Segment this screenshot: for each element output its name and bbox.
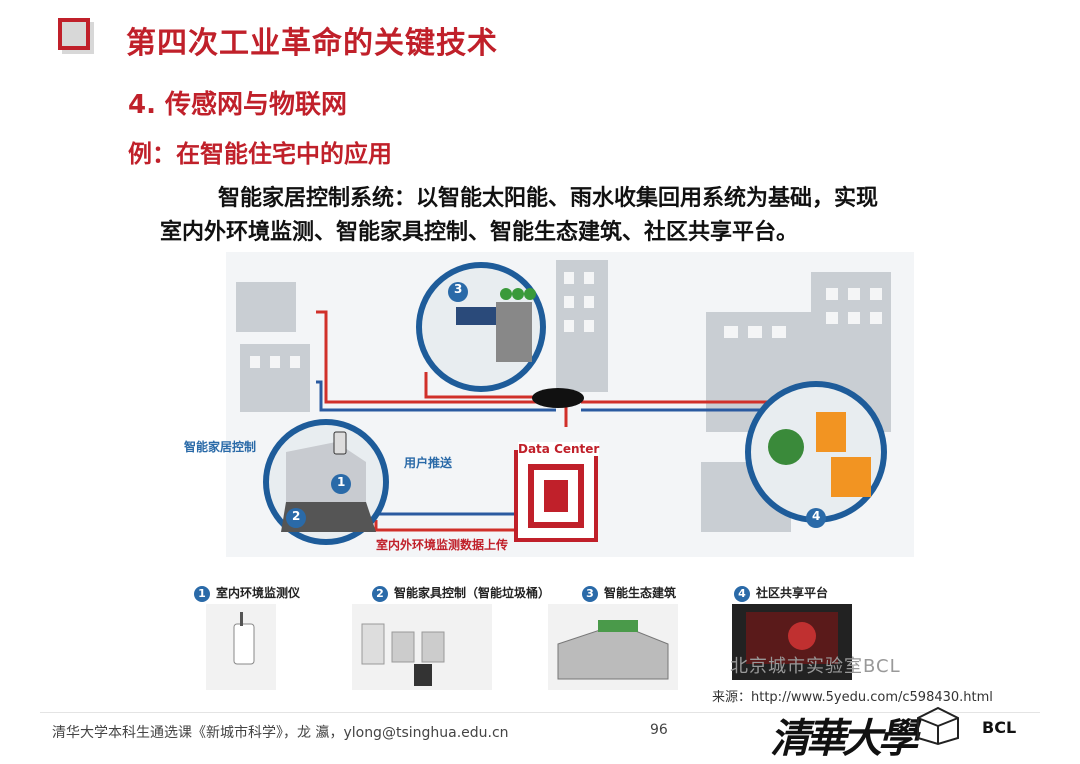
civic-building-icon: [232, 290, 312, 336]
legend-label-3: 智能生态建筑: [604, 586, 677, 600]
body-text-line2: 室内外环境监测、智能家具控制、智能生态建筑、社区共享平台。: [160, 220, 799, 245]
diagram-svg: [236, 260, 891, 545]
body-text-line1: 智能家居控制系统：以智能太阳能、雨水收集回用系统为基础，实现: [218, 186, 879, 211]
legend-item-3: 3 智能生态建筑: [582, 584, 676, 602]
page-number: 96: [650, 722, 668, 738]
monitor-device-image: [206, 604, 276, 690]
phone-icon: [333, 431, 347, 455]
example-heading: 例：在智能住宅中的应用: [128, 140, 392, 168]
legend-label-4: 社区共享平台: [756, 586, 829, 600]
tsinghua-logo: 清華大學: [770, 715, 918, 762]
legend-num-1: 1: [194, 586, 210, 602]
slide-title: 第四次工业革命的关键技术: [126, 26, 498, 61]
building-icon: [496, 302, 532, 362]
solar-panel-icon: [456, 307, 496, 325]
section-heading: 4. 传感网与物联网: [128, 90, 348, 120]
smart-furniture-image: [352, 604, 492, 690]
legend-num-4: 4: [734, 586, 750, 602]
badge-3: 3: [454, 282, 463, 296]
legend-label-1: 室内环境监测仪: [216, 586, 301, 600]
badge-2: 2: [292, 509, 301, 523]
title-bullet-box: [58, 18, 90, 50]
legend-item-1: 1 室内环境监测仪: [194, 584, 300, 602]
legend-item-2: 2 智能家具控制（智能垃圾桶）: [372, 584, 550, 602]
badge-4: 4: [812, 509, 821, 523]
footer-divider: [40, 712, 1040, 713]
diagram-number-badges: [286, 282, 826, 528]
cube-logo-icon: [916, 706, 960, 746]
legend-item-4: 4 社区共享平台: [734, 584, 828, 602]
legend-num-2: 2: [372, 586, 388, 602]
car-icon: [532, 388, 584, 408]
smart-home-diagram: 3 2 1 4 智能家居控制 用户推送 室内外环境监测数据上传 Data Cen…: [184, 252, 914, 557]
badge-1: 1: [337, 475, 346, 489]
building-windows: [250, 272, 882, 368]
eco-building-image: [548, 604, 678, 690]
legend-num-3: 3: [582, 586, 598, 602]
watermark: 北京城市实验室BCL: [730, 656, 901, 677]
community-platform-image: [732, 604, 852, 680]
bcl-logo: BCL: [982, 718, 1017, 737]
footer-course: 清华大学本科生通选课《新城市科学》，龙 瀛，ylong@tsinghua.edu…: [52, 725, 509, 741]
legend-label-2: 智能家具控制（智能垃圾桶）: [394, 586, 551, 600]
label-data-center: Data Center: [518, 442, 600, 456]
label-user-push: 用户推送: [404, 456, 453, 470]
label-smart-home-control: 智能家居控制: [184, 440, 257, 454]
source-link[interactable]: 来源：http://www.5yedu.com/c598430.html: [712, 690, 993, 705]
label-data-upload: 室内外环境监测数据上传: [376, 538, 509, 552]
